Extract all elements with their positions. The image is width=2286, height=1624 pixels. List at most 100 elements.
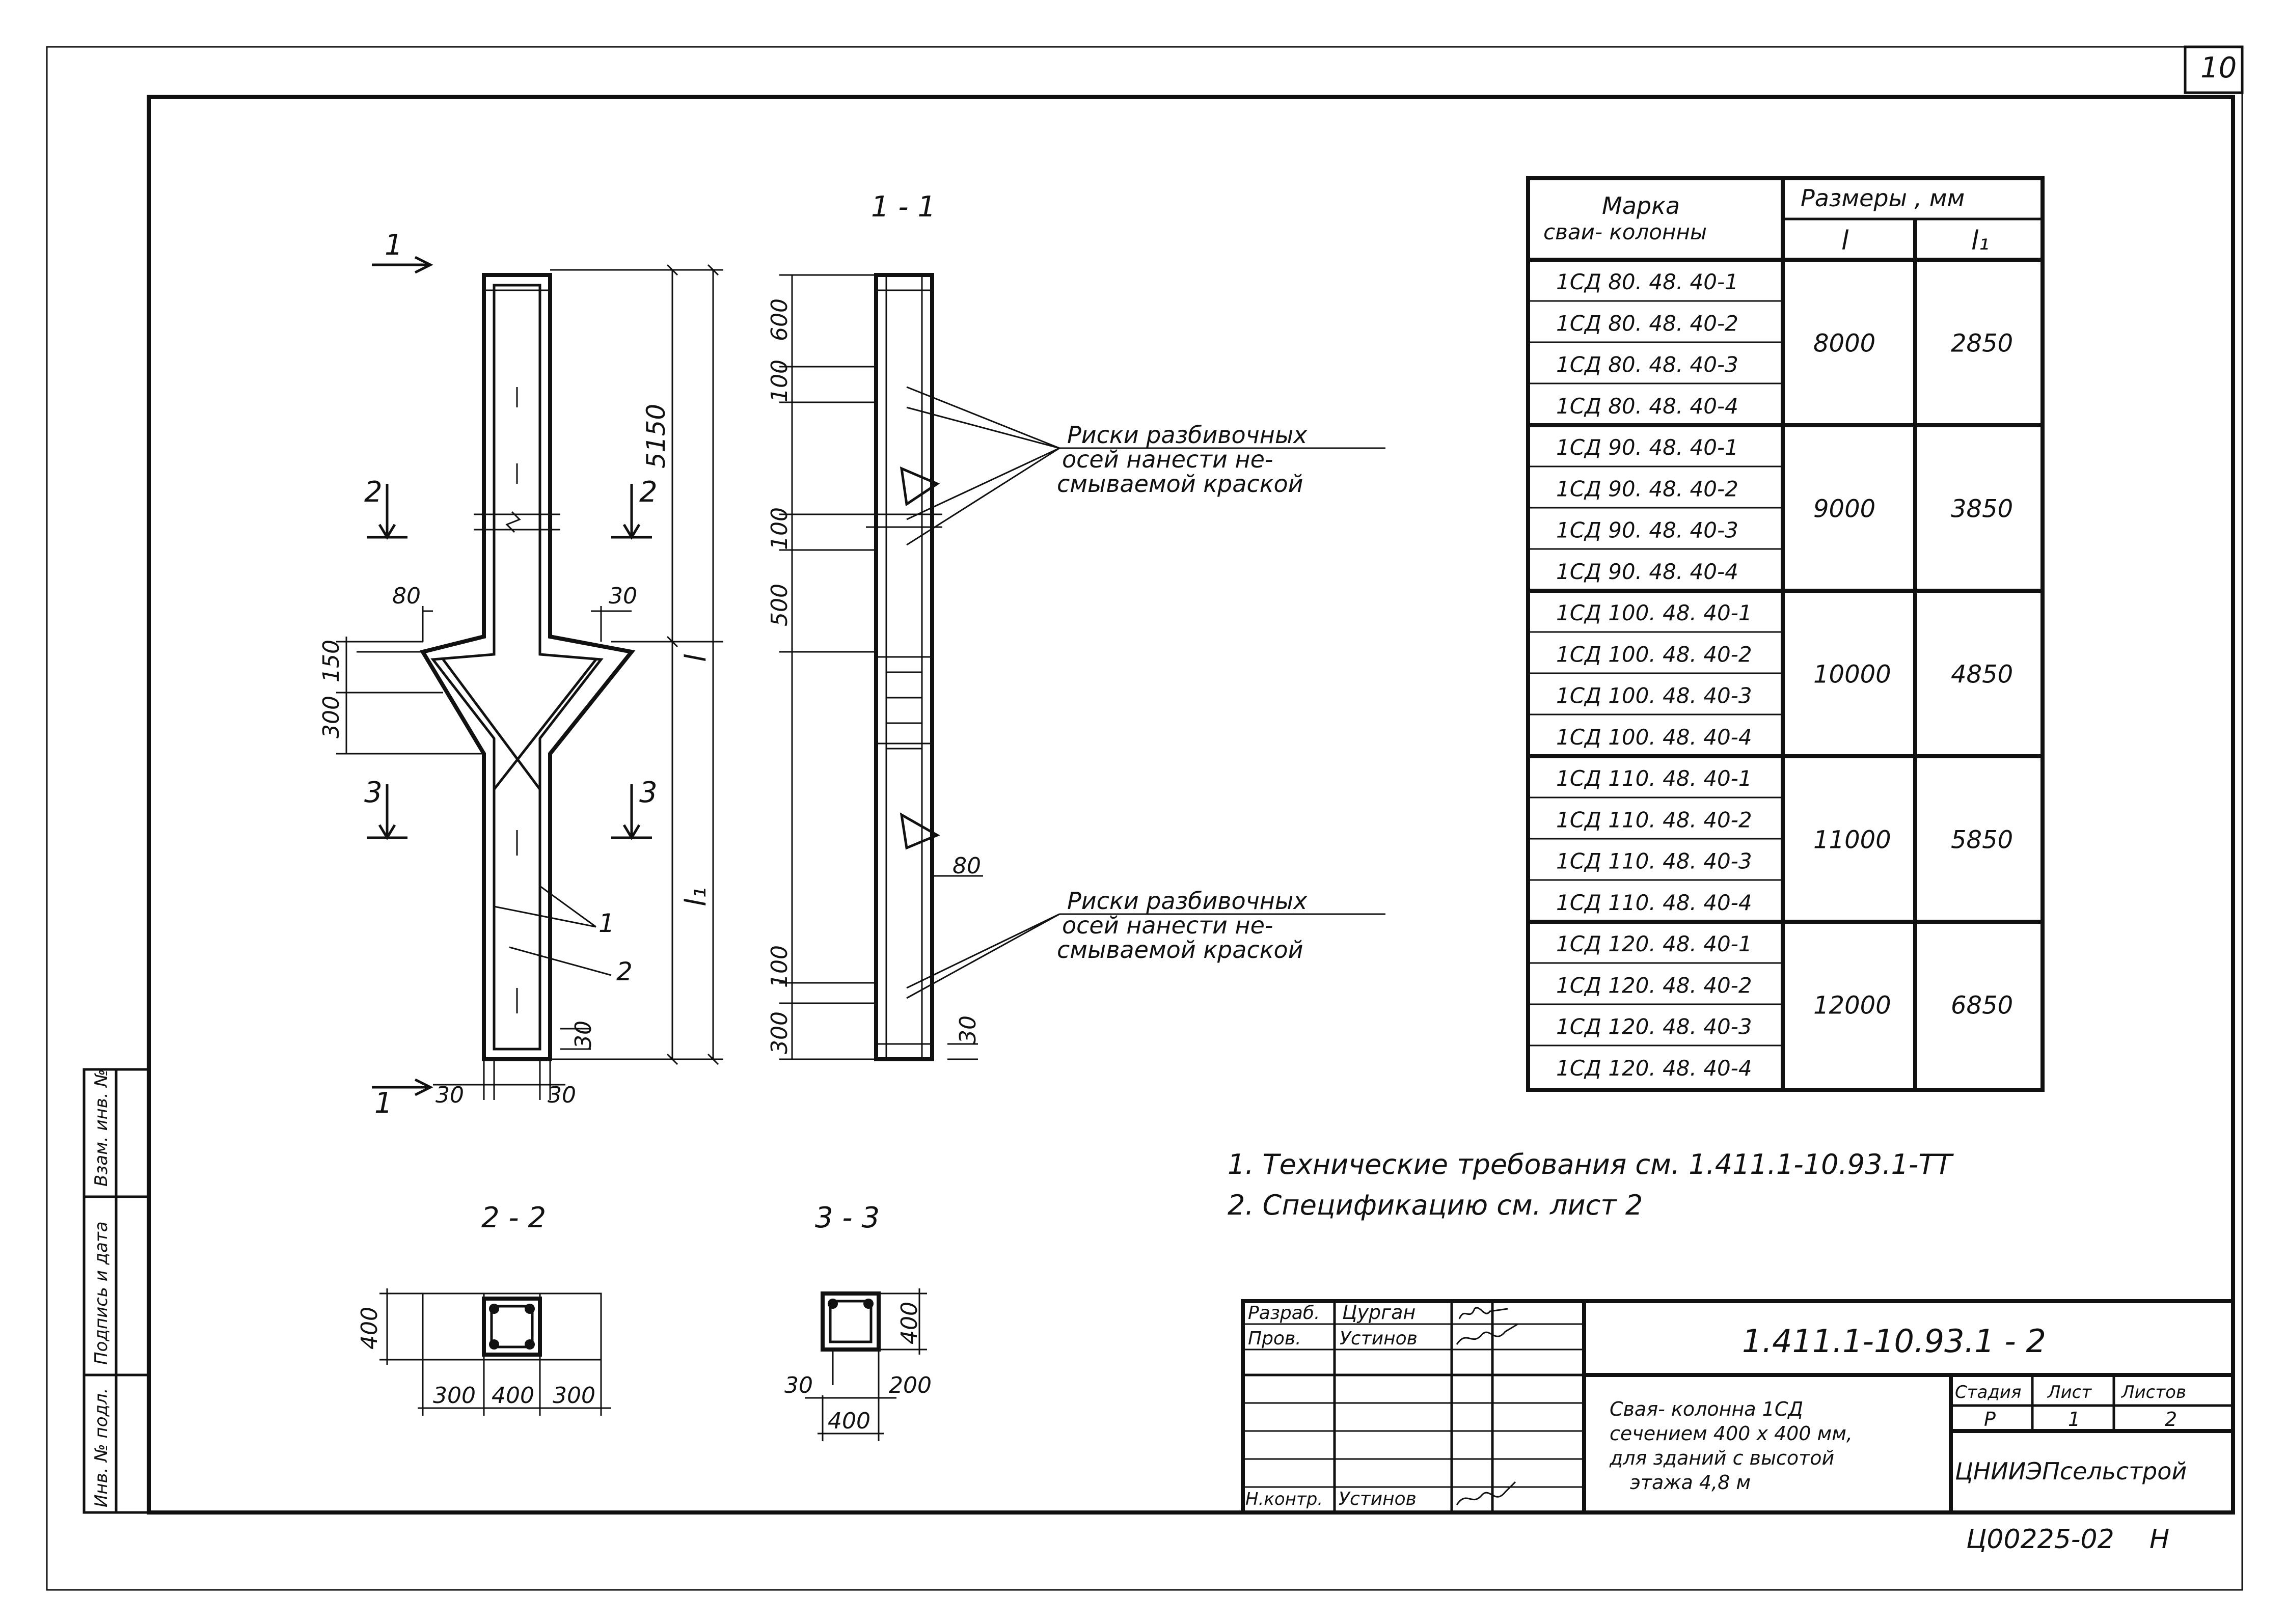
- table-mark-cell: 1СД 80. 48. 40-4: [1556, 394, 1738, 419]
- callout-1-top: 1: [385, 229, 403, 262]
- callout-2-right: 2: [639, 476, 658, 509]
- section-title-3-3: 3 - 3: [815, 1201, 880, 1234]
- archive-code: Ц00225-02: [1966, 1524, 2114, 1555]
- signature-ustinov-2: [1456, 1481, 1516, 1505]
- table-mark-cell: 1СД 120. 48. 40-4: [1556, 1056, 1752, 1081]
- s33-w400: 400: [828, 1408, 870, 1434]
- s22-w300a: 300: [433, 1383, 476, 1409]
- tb-desc-1: Свая- колонна 1СД: [1610, 1398, 1803, 1420]
- table-mark-cell: 1СД 90. 48. 40-1: [1556, 435, 1738, 460]
- table-mark-cell: 1СД 120. 48. 40-1: [1556, 931, 1752, 956]
- note-top-line-1: Риски разбивочных: [1067, 421, 1308, 449]
- tb-desc-4: этажа 4,8 м: [1630, 1471, 1751, 1494]
- dim-80-top: 80: [392, 583, 421, 609]
- dim-30-right-bottom: 30: [570, 1021, 596, 1049]
- table-mark-cell: 1СД 110. 48. 40-4: [1556, 890, 1752, 915]
- table-l-cell: 11000: [1813, 826, 1891, 855]
- side-stamp-replace: Взам. инв. №: [91, 1069, 112, 1187]
- s11-dim-500: 500: [767, 584, 793, 626]
- tb-stage-label: Стадия: [1955, 1382, 2021, 1402]
- dim-5150: 5150: [641, 404, 671, 469]
- table-col-l1: l₁: [1971, 226, 1989, 256]
- tb-desc-2: сечением 400 х 400 мм,: [1610, 1422, 1853, 1445]
- table-mark-cell: 1СД 120. 48. 40-3: [1556, 1014, 1752, 1039]
- signature-ustinov-1: [1456, 1323, 1518, 1345]
- dim-30-bl: 30: [436, 1082, 464, 1108]
- tb-organization: ЦНИИЭПсельстрой: [1955, 1457, 2187, 1485]
- table-mark-cell: 1СД 90. 48. 40-2: [1556, 476, 1738, 501]
- dim-300-left: 300: [318, 696, 344, 738]
- title-block: [1241, 1299, 2235, 1515]
- dim-150: 150: [318, 640, 344, 682]
- section-title-1-1: 1 - 1: [871, 190, 936, 224]
- s22-w400: 400: [492, 1383, 534, 1409]
- tb-name-1: Устинов: [1340, 1328, 1418, 1349]
- note-2: 2. Спецификацию см. лист 2: [1228, 1189, 1643, 1221]
- callout-3-left: 3: [364, 776, 383, 809]
- side-stamp-inv: Инв. № подл.: [91, 1388, 112, 1507]
- s11-dim-100c: 100: [767, 945, 793, 988]
- note-top-line-3: смываемой краской: [1057, 470, 1303, 498]
- tb-role-1: Пров.: [1248, 1328, 1301, 1349]
- table-mark-cell: 1СД 100. 48. 40-4: [1556, 725, 1752, 750]
- section-title-2-2: 2 - 2: [481, 1201, 546, 1234]
- note-bottom-line-2: осей нанести не-: [1062, 912, 1273, 939]
- marks-table: [1526, 176, 2045, 1092]
- table-l1-cell: 3850: [1951, 495, 2013, 524]
- item-label-1: 1: [598, 909, 615, 938]
- tb-sheet-label: Лист: [2047, 1382, 2092, 1402]
- page-number: 10: [2200, 51, 2237, 85]
- outer-frame: [46, 45, 2244, 1591]
- dim-30-br: 30: [548, 1082, 576, 1108]
- table-mark-cell: 1СД 120. 48. 40-2: [1556, 973, 1752, 998]
- s33-h400: 400: [896, 1302, 922, 1344]
- s33-w30: 30: [784, 1372, 813, 1398]
- s33-w200: 200: [889, 1372, 932, 1398]
- signature-tsurgan: [1458, 1307, 1508, 1319]
- table-mark-cell: 1СД 100. 48. 40-2: [1556, 642, 1752, 667]
- archive-suffix: Н: [2149, 1524, 2169, 1555]
- tb-role-0: Разраб.: [1248, 1303, 1320, 1324]
- table-l-cell: 10000: [1813, 660, 1891, 689]
- table-mark-cell: 1СД 100. 48. 40-3: [1556, 683, 1752, 708]
- section-3-3: [805, 1288, 927, 1441]
- table-l1-cell: 2850: [1951, 329, 2013, 358]
- table-l-cell: 8000: [1813, 329, 1875, 358]
- dim-l1: l₁: [679, 887, 713, 906]
- note-top-line-2: осей нанести не-: [1062, 446, 1273, 473]
- doc-code: 1.411.1-10.93.1 - 2: [1742, 1323, 2046, 1360]
- table-l1-cell: 6850: [1951, 992, 2013, 1020]
- tb-role-5: Н.контр.: [1245, 1489, 1323, 1509]
- table-header-mark-2: сваи- колонны: [1543, 219, 1707, 244]
- callout-3-right: 3: [639, 776, 658, 809]
- table-l1-cell: 5850: [1951, 826, 2013, 855]
- tb-sheets: 2: [2165, 1408, 2177, 1430]
- note-bottom-line-3: смываемой краской: [1057, 936, 1303, 964]
- tb-name-5: Устинов: [1339, 1489, 1417, 1509]
- table-col-l: l: [1841, 226, 1849, 256]
- s22-h400: 400: [357, 1307, 383, 1350]
- section-1-1: [779, 273, 1385, 1061]
- note-1: 1. Технические требования см. 1.411.1-10…: [1228, 1148, 1954, 1180]
- dim-30-top: 30: [609, 583, 637, 609]
- s11-dim-30: 30: [955, 1015, 981, 1044]
- table-mark-cell: 1СД 90. 48. 40-3: [1556, 518, 1738, 543]
- table-mark-cell: 1СД 110. 48. 40-2: [1556, 807, 1752, 832]
- table-l-cell: 9000: [1813, 495, 1875, 524]
- s11-dim-80: 80: [953, 853, 981, 879]
- s11-dim-300: 300: [767, 1011, 793, 1054]
- table-header-mark-1: Марка: [1602, 192, 1680, 219]
- side-stamp: [83, 1068, 150, 1514]
- s11-dim-100a: 100: [767, 360, 793, 402]
- section-2-2: [379, 1288, 611, 1416]
- table-mark-cell: 1СД 100. 48. 40-1: [1556, 600, 1752, 625]
- note-bottom-line-1: Риски разбивочных: [1067, 887, 1308, 915]
- tb-name-0: Цурган: [1342, 1301, 1416, 1324]
- column-elevation: [336, 256, 723, 1100]
- dim-l: l: [679, 654, 713, 662]
- callout-2-left: 2: [364, 476, 383, 509]
- tb-stage: Р: [1984, 1408, 1996, 1430]
- table-header-sizes: Размеры , мм: [1801, 184, 1965, 212]
- table-mark-cell: 1СД 110. 48. 40-3: [1556, 849, 1752, 874]
